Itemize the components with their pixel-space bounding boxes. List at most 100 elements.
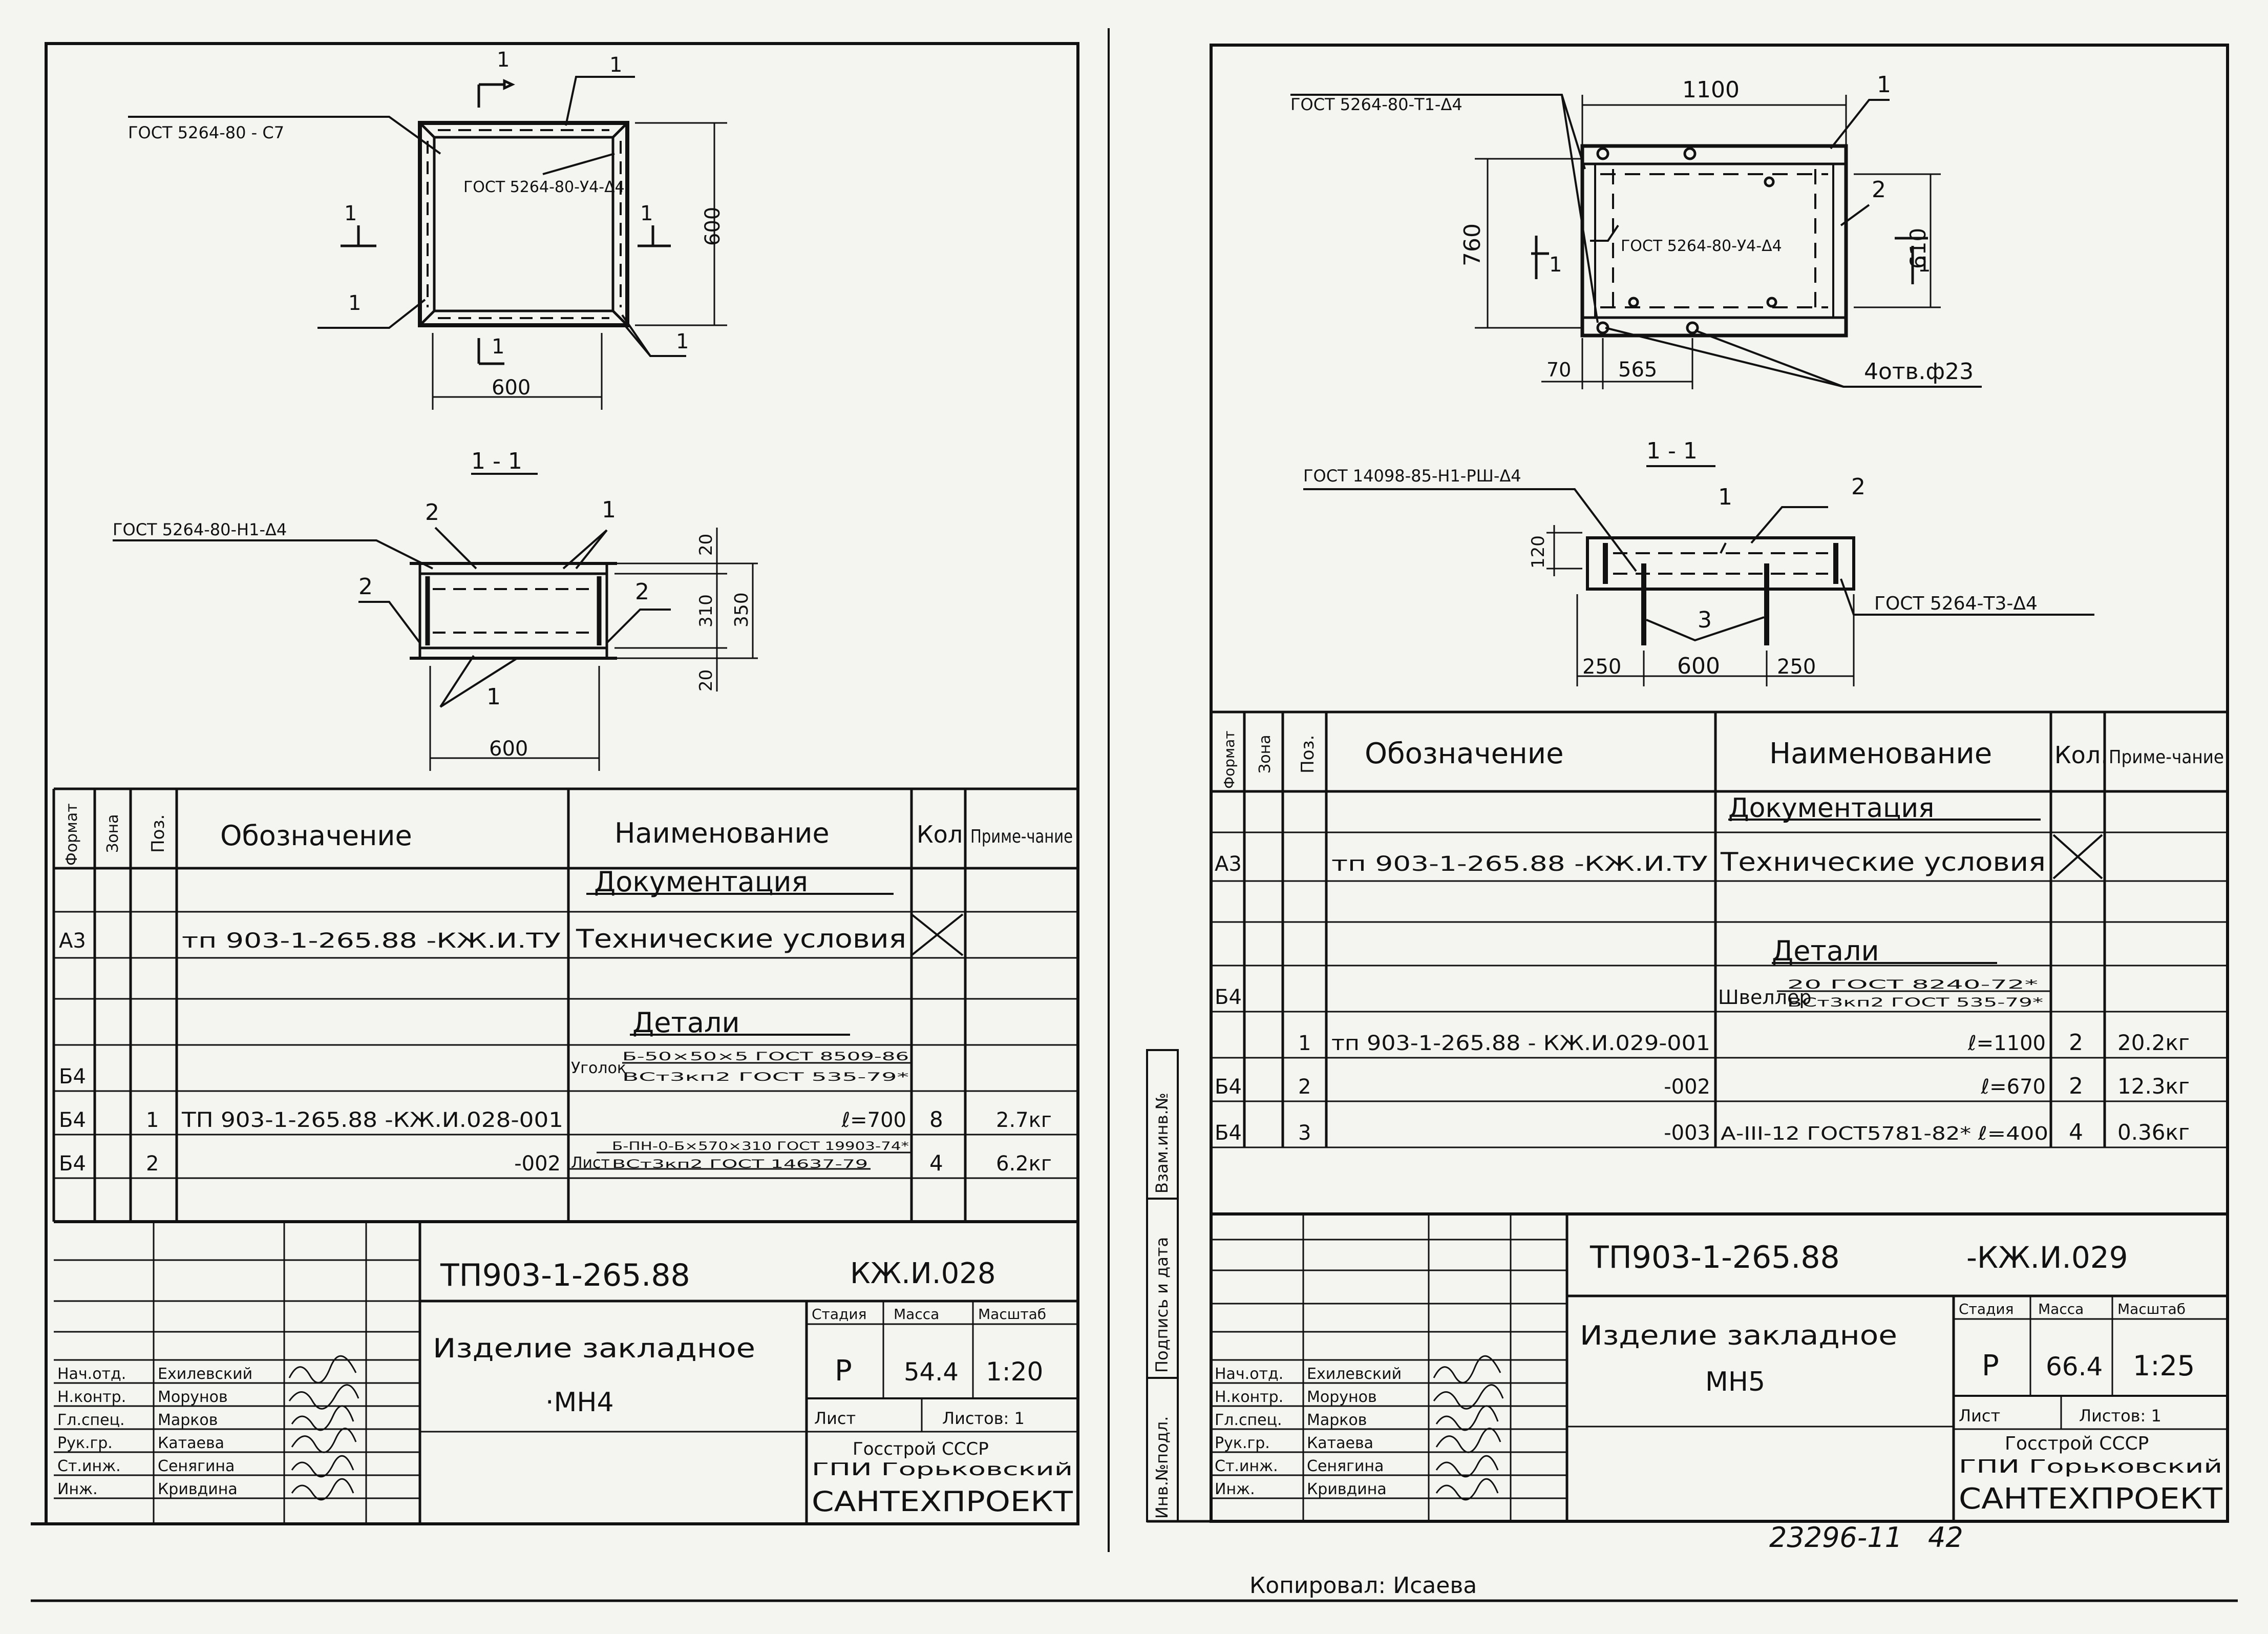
left-stage-label: Стадия <box>812 1306 866 1323</box>
left-hdr-name: Наименование <box>614 817 830 849</box>
right-holes: 4отв.ф23 <box>1864 359 1974 385</box>
right-row4-qty: 2 <box>2069 1073 2083 1099</box>
left-role-2: Гл.спец. <box>57 1411 125 1429</box>
left-row1-designation: тп 903-1-265.88 -КЖ.И.ТУ <box>182 929 561 953</box>
left-scale-label: Масштаб <box>978 1306 1046 1323</box>
right-hdr-designation: Обозначение <box>1365 737 1564 770</box>
left-dim-310: 310 <box>696 594 716 627</box>
left-row4-note: 6.2кг <box>996 1152 1052 1176</box>
right-section-mark-left: 1 <box>1549 253 1562 277</box>
left-title-line1: Изделие закладное <box>433 1333 755 1364</box>
left-spec-table <box>52 787 1078 1222</box>
left-name-1: Морунов <box>158 1388 228 1406</box>
left-name-4: Сенягина <box>158 1457 235 1475</box>
right-section-weld-right: ГОСТ 5264-Т3-Δ4 <box>1874 593 2038 614</box>
right-row5-name: А-III-12 ГОСТ5781-82* ℓ=400 <box>1721 1123 2048 1144</box>
left-plan-view <box>128 76 727 410</box>
right-hdr-zone: Зона <box>1256 735 1274 773</box>
page-number: 42 <box>1928 1521 1963 1554</box>
left-hdr-qty: Кол <box>917 821 963 848</box>
left-role-1: Н.контр. <box>57 1388 126 1406</box>
left-row4-qty: 4 <box>929 1150 943 1176</box>
left-org3: САНТЕХПРОЕКТ <box>812 1485 1073 1518</box>
left-name-2: Марков <box>158 1411 218 1429</box>
left-org2: ГПИ Горьковский <box>812 1459 1073 1480</box>
right-row5-designation: -003 <box>1664 1121 1710 1145</box>
right-row5-note: 0.36кг <box>2117 1120 2190 1145</box>
left-sec-pos-2c: 2 <box>635 579 649 605</box>
right-section-docs: Документация <box>1728 793 1934 824</box>
right-row3-name: ℓ=1100 <box>1967 1032 2046 1055</box>
right-sheet-label: Лист <box>1959 1406 2000 1426</box>
left-role-5: Инж. <box>57 1480 98 1498</box>
right-hdr-pos: Поз. <box>1298 735 1318 773</box>
right-sheets-label: Листов: 1 <box>2079 1406 2161 1426</box>
left-signatures <box>288 1355 359 1501</box>
right-section-weld-left: ГОСТ 14098-85-Н1-РШ-Δ4 <box>1303 466 1521 486</box>
right-stage-label: Стадия <box>1959 1301 2013 1317</box>
left-pos-top: 1 <box>609 53 622 77</box>
right-org2: ГПИ Горьковский <box>1959 1456 2222 1477</box>
right-row1-designation: тп 903-1-265.88 -КЖ.И.ТУ <box>1331 852 1708 876</box>
left-hdr-zone: Зона <box>104 814 122 853</box>
right-dim-120: 120 <box>1528 535 1549 569</box>
left-scale: 1:20 <box>986 1357 1043 1387</box>
left-dim-350: 350 <box>731 592 752 627</box>
right-scale: 1:25 <box>2133 1350 2195 1382</box>
right-section-details: Детали <box>1772 935 1879 967</box>
sheet-right: Инв.№подл. Подпись и дата Взам.инв.№ <box>1146 44 2229 1554</box>
left-row2-name-prefix: Уголок <box>571 1059 626 1077</box>
right-row5-qty: 4 <box>2069 1119 2083 1145</box>
left-pos-left: 1 <box>348 291 361 315</box>
right-row3-qty: 2 <box>2069 1030 2083 1056</box>
left-section-weld: ГОСТ 5264-80-Н1-Δ4 <box>113 520 287 539</box>
stamp-replaced-inv: Взам.инв.№ <box>1152 1093 1172 1193</box>
right-weld-inner-label: ГОСТ 5264-80-У4-Δ4 <box>1621 237 1782 255</box>
left-pos-right: 1 <box>676 330 689 353</box>
right-mass: 66.4 <box>2046 1352 2103 1381</box>
right-role-3: Рук.гр. <box>1215 1434 1270 1452</box>
right-dim-70: 70 <box>1546 359 1571 381</box>
right-role-1: Н.контр. <box>1215 1388 1283 1406</box>
left-org1: Госстрой СССР <box>853 1439 989 1459</box>
left-title-block <box>54 1220 1078 1524</box>
right-signatures <box>1433 1355 1504 1501</box>
right-row4-format: Б4 <box>1215 1075 1242 1099</box>
left-row4-name-bottom: ВСт3кп2 ГОСТ 14637-79 <box>612 1158 868 1171</box>
right-row4-note: 12.3кг <box>2117 1074 2190 1099</box>
left-role-0: Нач.отд. <box>57 1365 126 1383</box>
left-row4-pos: 2 <box>146 1152 159 1176</box>
left-hdr-pos: Поз. <box>148 814 168 853</box>
right-row4-designation: -002 <box>1664 1075 1710 1099</box>
right-row1-name: Технические условия <box>1720 847 2046 877</box>
left-dim-20-top: 20 <box>696 534 716 556</box>
left-section-mark-top: 1 <box>497 48 510 72</box>
right-name-4: Сенягина <box>1307 1457 1384 1475</box>
left-role-3: Рук.гр. <box>57 1434 113 1452</box>
sheet-left: ГОСТ 5264-80 - С7 ГОСТ 5264-80-У4-Δ4 600… <box>31 42 1079 1525</box>
left-row4-name-top: Б-ПН-0-Б×570×310 ГОСТ 19903-74* <box>612 1140 909 1153</box>
left-weld-top-label: ГОСТ 5264-80 - С7 <box>128 123 284 142</box>
right-side-stamps <box>1146 1049 1179 1522</box>
left-hdr-note: Приме-чание <box>970 826 1073 847</box>
left-dim-width: 600 <box>492 376 531 400</box>
right-title-line2: МН5 <box>1705 1367 1765 1397</box>
right-title-block <box>1211 1214 2228 1521</box>
right-doc-suffix: -КЖ.И.029 <box>1966 1240 2128 1275</box>
right-spec-table <box>1211 710 2228 1216</box>
right-section-mark-right: 1 <box>1918 253 1931 277</box>
right-hdr-note: Приме-чание <box>2109 747 2224 768</box>
left-section-mark-left: 1 <box>344 202 357 225</box>
left-row3-pos: 1 <box>146 1108 159 1132</box>
left-row2-name-top: Б-50×50×5 ГОСТ 8509-86 <box>622 1051 909 1063</box>
left-sheet-label: Лист <box>814 1409 856 1428</box>
left-mass: 54.4 <box>904 1358 959 1387</box>
left-section-title: 1 - 1 <box>471 448 522 474</box>
right-sec-pos-1: 1 <box>1718 484 1732 510</box>
right-hdr-format: Формат <box>1221 730 1238 789</box>
left-row2-name-bottom: ВСт3кп2 ГОСТ 535-79* <box>622 1071 909 1084</box>
left-section-mark-bottom: 1 <box>492 335 504 359</box>
right-row3-note: 20.2кг <box>2117 1030 2190 1055</box>
right-row4-pos: 2 <box>1298 1075 1311 1099</box>
right-dim-600: 600 <box>1677 653 1720 679</box>
